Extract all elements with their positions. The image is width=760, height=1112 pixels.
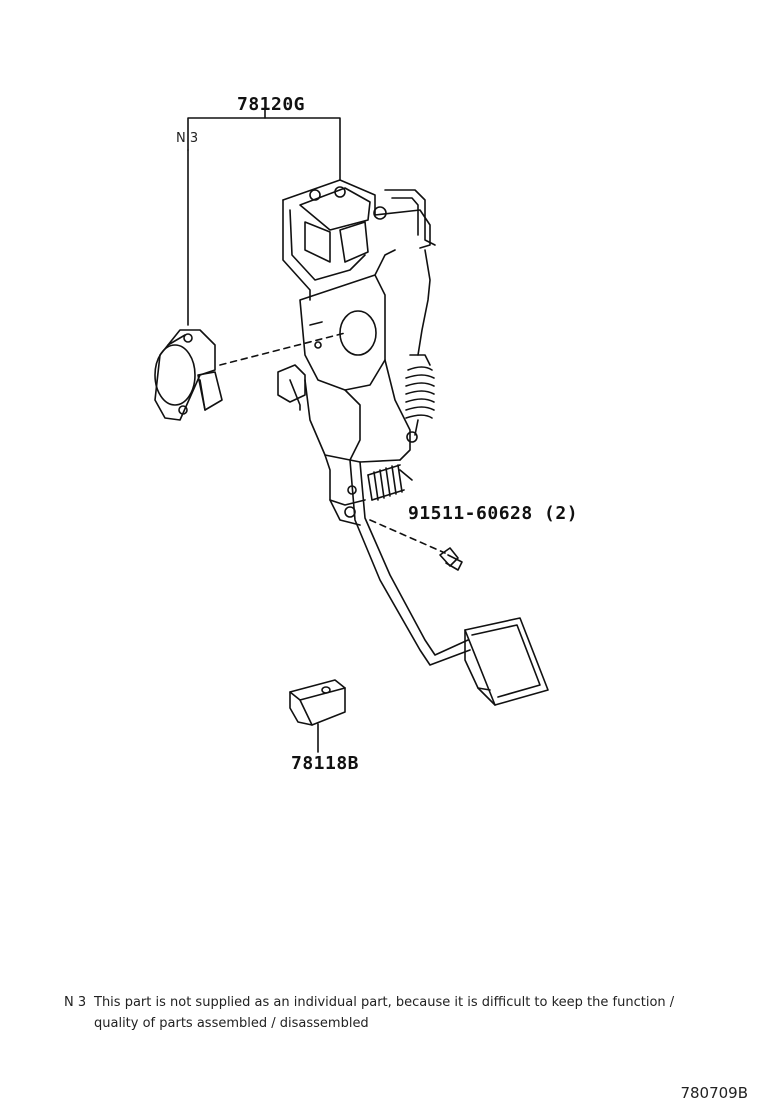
bolt xyxy=(369,519,463,571)
bolt-part-number: 91511-60628 (2) xyxy=(408,503,579,524)
coil-spring xyxy=(367,464,413,501)
sensor-note-tag: N 3 xyxy=(176,131,199,146)
footnote-line-1: N 3 This part is not supplied as an indiv… xyxy=(64,992,724,1013)
return-spring xyxy=(405,249,435,436)
pedal-arm xyxy=(349,459,471,666)
pedal-bracket xyxy=(277,179,436,526)
footnote-text-2: quality of parts assembled / disassemble… xyxy=(94,1016,369,1031)
figure-id: 780709B xyxy=(680,1084,748,1102)
stopper-pad xyxy=(289,679,346,753)
sensor-alignment-line xyxy=(219,332,346,366)
assembly-part-number: 78120G xyxy=(237,94,306,115)
footnote-ref: N 3 xyxy=(64,995,87,1010)
pad-part-number: 78118B xyxy=(291,753,360,774)
pedal-pad xyxy=(464,617,549,706)
footnote: N 3 This part is not supplied as an indiv… xyxy=(64,992,724,1034)
assembly-leader xyxy=(187,107,341,326)
position-sensor xyxy=(154,329,223,421)
footnote-text-1: This part is not supplied as an individu… xyxy=(94,995,675,1010)
